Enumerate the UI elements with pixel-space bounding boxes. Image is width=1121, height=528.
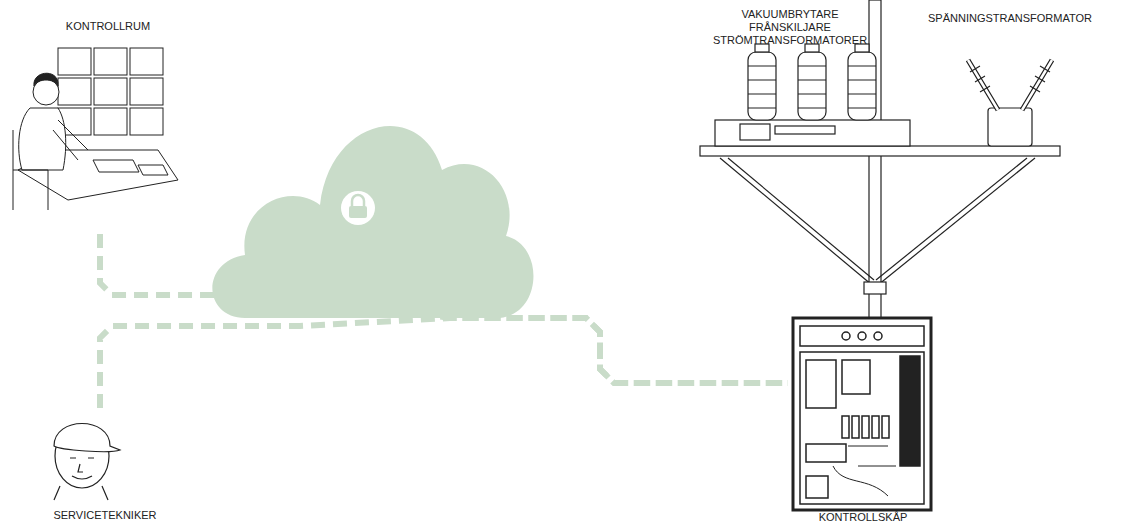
cloud-shape	[212, 126, 533, 318]
brace	[720, 158, 872, 285]
battery	[806, 476, 828, 498]
pole	[700, 0, 1060, 318]
terminal	[862, 416, 869, 438]
node-label: KONTROLLRUM	[8, 20, 208, 33]
monitor	[58, 48, 91, 75]
pole-shaft	[869, 0, 881, 318]
monitor	[94, 78, 127, 105]
monitor	[94, 48, 127, 75]
node-label: KONTROLLSKÅP	[788, 511, 938, 524]
part-label: VAKUUMBRYTARE FRÅNSKILJARE STRÖMTRANSFOR…	[710, 8, 870, 47]
controller-unit	[806, 360, 836, 408]
monitor	[130, 108, 163, 135]
indicator-lamp	[874, 332, 882, 340]
figure-node: KONTROLLRUM	[8, 20, 208, 234]
node-illustration	[8, 20, 208, 234]
breaker-rod	[775, 126, 835, 134]
brace	[876, 158, 1027, 280]
clamp	[864, 282, 886, 294]
node-illustration	[20, 408, 190, 522]
indicator-lamp	[842, 332, 850, 340]
monitor	[58, 78, 91, 105]
node-label: SERVICETEKNIKER	[20, 509, 190, 522]
cabinet-body	[793, 318, 931, 510]
control-room-figure	[13, 48, 178, 210]
operator-hair	[34, 73, 58, 86]
terminal	[842, 416, 849, 438]
brace	[728, 158, 874, 280]
wiring	[833, 446, 896, 496]
breaker-insulators	[748, 44, 876, 120]
monitor	[94, 108, 127, 135]
network-link	[100, 318, 788, 408]
cabinet-door	[800, 352, 924, 504]
face	[70, 458, 94, 479]
breaker-base	[715, 120, 910, 146]
chair	[13, 130, 48, 210]
voltage-transformer	[968, 60, 1052, 146]
cabinet-figure	[793, 318, 931, 510]
cable-duct	[900, 356, 920, 466]
technician-figure	[54, 424, 120, 501]
terminal	[882, 416, 889, 438]
keyboard	[93, 160, 168, 175]
indicator-lamp	[858, 332, 866, 340]
crossarm	[700, 146, 1060, 156]
operator-arms	[53, 120, 88, 160]
monitor	[130, 48, 163, 75]
terminal	[852, 416, 859, 438]
power-supply	[806, 444, 846, 462]
node-illustration	[788, 316, 938, 524]
figure-node: SERVICETEKNIKER	[20, 408, 190, 522]
cloud	[212, 126, 533, 318]
lock-shackle	[352, 195, 364, 206]
figure-node: KONTROLLSKÅP	[788, 316, 938, 524]
operator-body	[19, 108, 66, 170]
display-unit	[842, 360, 870, 394]
brace	[878, 158, 1035, 285]
cap	[54, 424, 120, 452]
lock-badge	[341, 191, 375, 225]
cabinet-top-panel	[800, 326, 924, 346]
terminal	[872, 416, 879, 438]
breaker-box	[740, 124, 770, 140]
monitor	[130, 78, 163, 105]
part-label: SPÄNNINGSTRANSFORMATOR	[920, 12, 1100, 25]
lock-body	[349, 206, 367, 218]
